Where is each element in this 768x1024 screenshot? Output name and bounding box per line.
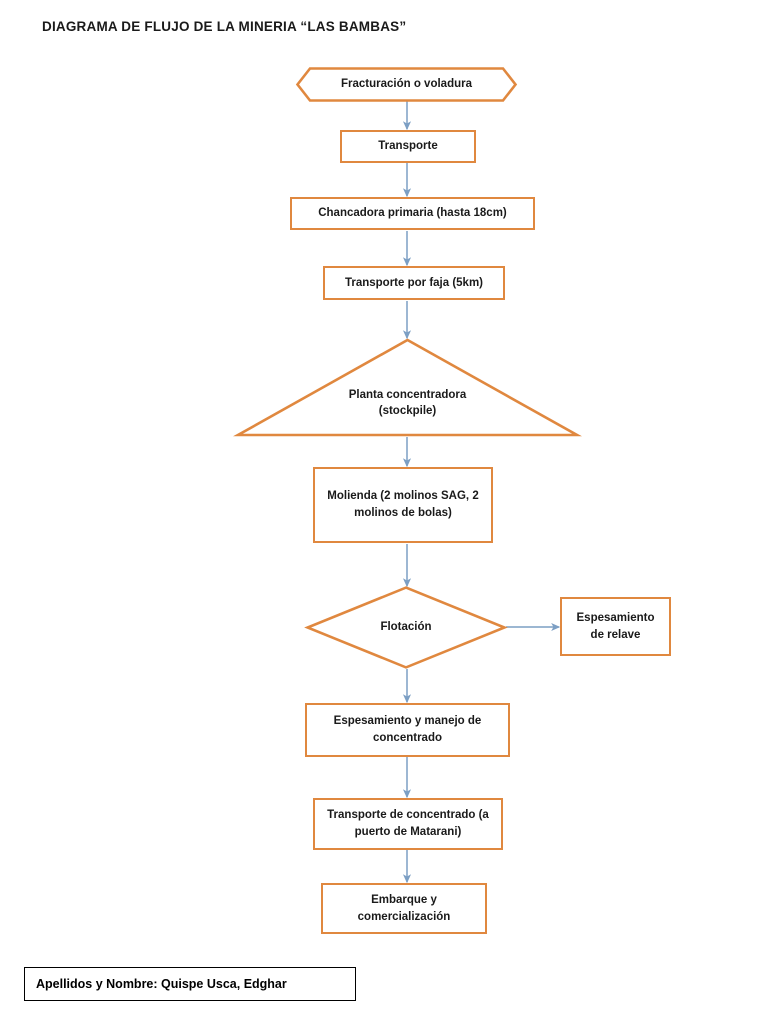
node-transporte-por-faja[interactable]: Transporte por faja (5km) — [323, 266, 505, 300]
node-label: Transporte — [378, 140, 438, 153]
hexagon-shape — [295, 67, 518, 102]
node-label: Transporte de concentrado (a puerto de M… — [327, 809, 489, 838]
node-label: Chancadora primaria (hasta 18cm) — [318, 207, 507, 220]
node-label: Embarque y comercialización — [357, 893, 451, 923]
node-fracturacion-o-voladura[interactable]: Fracturación o voladura — [295, 67, 518, 102]
node-label: Flotación — [380, 621, 432, 634]
node-espesamiento-de-relave[interactable]: Espesamiento de relave — [560, 597, 671, 656]
node-label: Espesamiento de relave — [576, 611, 655, 641]
node-chancadora-primaria[interactable]: Chancadora primaria (hasta 18cm) — [290, 197, 535, 230]
triangle-shape — [233, 338, 582, 437]
node-label: Molienda (2 molinos SAG, 2 molinos de bo… — [327, 490, 479, 519]
student-name-text: Apellidos y Nombre: Quispe Usca, Edghar — [36, 977, 287, 991]
page-title: DIAGRAMA DE FLUJO DE LA MINERIA “LAS BAM… — [42, 19, 407, 34]
node-transporte[interactable]: Transporte — [340, 130, 476, 163]
node-label: Transporte por faja (5km) — [344, 276, 484, 289]
node-embarque-comercializacion[interactable]: Embarque y comercialización — [321, 883, 487, 934]
node-transporte-de-concentrado[interactable]: Transporte de concentrado (a puerto de M… — [313, 798, 503, 850]
node-label: Espesamiento y manejo de concentrado — [333, 715, 482, 744]
diamond-shape — [304, 586, 508, 669]
node-planta-concentradora[interactable]: Planta concentradora (stockpile) — [233, 338, 582, 437]
student-name-box: Apellidos y Nombre: Quispe Usca, Edghar — [24, 967, 356, 1001]
node-label: Planta concentradora (stockpile) — [348, 388, 467, 418]
node-label: Fracturación o voladura — [340, 78, 472, 91]
node-molienda[interactable]: Molienda (2 molinos SAG, 2 molinos de bo… — [313, 467, 493, 543]
node-espesamiento-manejo-concentrado[interactable]: Espesamiento y manejo de concentrado — [305, 703, 510, 757]
node-flotacion[interactable]: Flotación — [304, 586, 508, 669]
